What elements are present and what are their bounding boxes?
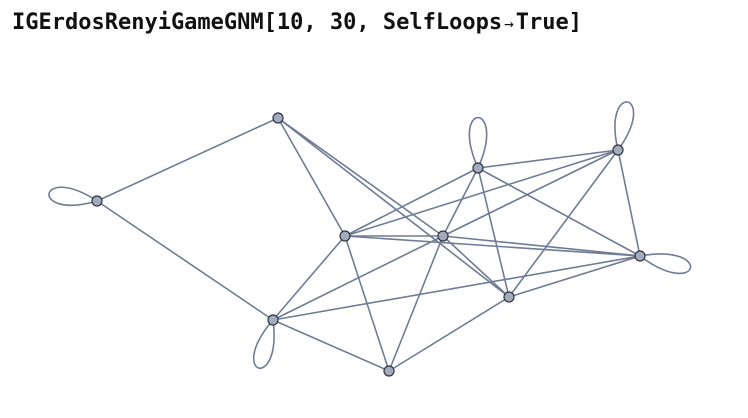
graph-edge — [272, 255, 641, 321]
arg-separator: , — [356, 10, 383, 35]
graph-vertex[interactable] — [383, 365, 395, 377]
rule-arrow: → — [504, 14, 514, 33]
graph-edge — [442, 149, 619, 237]
graph-edge — [477, 149, 619, 169]
graph-edge — [96, 117, 279, 202]
graph-edge — [344, 149, 619, 237]
self-loop — [614, 101, 635, 151]
graph-edge — [617, 149, 641, 257]
graph-edge — [477, 167, 510, 298]
graph-edge — [277, 117, 510, 298]
graph-edge — [277, 117, 444, 237]
graph-edge — [344, 167, 479, 237]
graph-edge — [344, 235, 641, 257]
graph-edge — [272, 319, 390, 372]
graph-edge — [508, 255, 641, 298]
graph-vertex[interactable] — [437, 230, 449, 242]
graph-edge — [96, 200, 274, 321]
option-value: True — [515, 10, 569, 35]
graph-vertex[interactable] — [612, 144, 624, 156]
graph-edge — [272, 235, 346, 321]
graph-edge — [508, 149, 619, 298]
graph-vertex[interactable] — [272, 112, 284, 124]
open-bracket: [ — [263, 10, 277, 35]
self-loops — [48, 101, 692, 369]
graph-edge — [477, 167, 641, 257]
graph-edge — [442, 235, 510, 298]
arg-separator: , — [303, 10, 330, 35]
graph-vertex[interactable] — [472, 162, 484, 174]
input-cell[interactable]: IGErdosRenyiGameGNM[10, 30, SelfLoops→Tr… — [12, 10, 582, 35]
graph-vertex[interactable] — [267, 314, 279, 326]
function-name: IGErdosRenyiGameGNM — [12, 10, 264, 35]
graph-vertex[interactable] — [91, 195, 103, 207]
close-bracket: ] — [568, 10, 583, 35]
graph-edge — [442, 167, 479, 237]
graph-edge — [388, 296, 510, 372]
self-loop — [468, 117, 488, 169]
option-name: SelfLoops — [382, 10, 503, 35]
graph-vertices — [91, 112, 646, 377]
graph-vertex[interactable] — [339, 230, 351, 242]
arg-vertex-count: 10 — [276, 10, 304, 35]
graph-edge — [272, 235, 444, 321]
graph-edge — [277, 117, 346, 237]
graph-edges — [96, 117, 641, 372]
self-loop — [253, 319, 275, 369]
graph-vertex[interactable] — [634, 250, 646, 262]
arg-edge-count: 30 — [329, 10, 357, 35]
graph-vertex[interactable] — [503, 291, 515, 303]
graph-edge — [388, 235, 444, 372]
graph-edge — [442, 235, 641, 257]
self-loop — [639, 253, 692, 275]
self-loop — [48, 186, 98, 207]
